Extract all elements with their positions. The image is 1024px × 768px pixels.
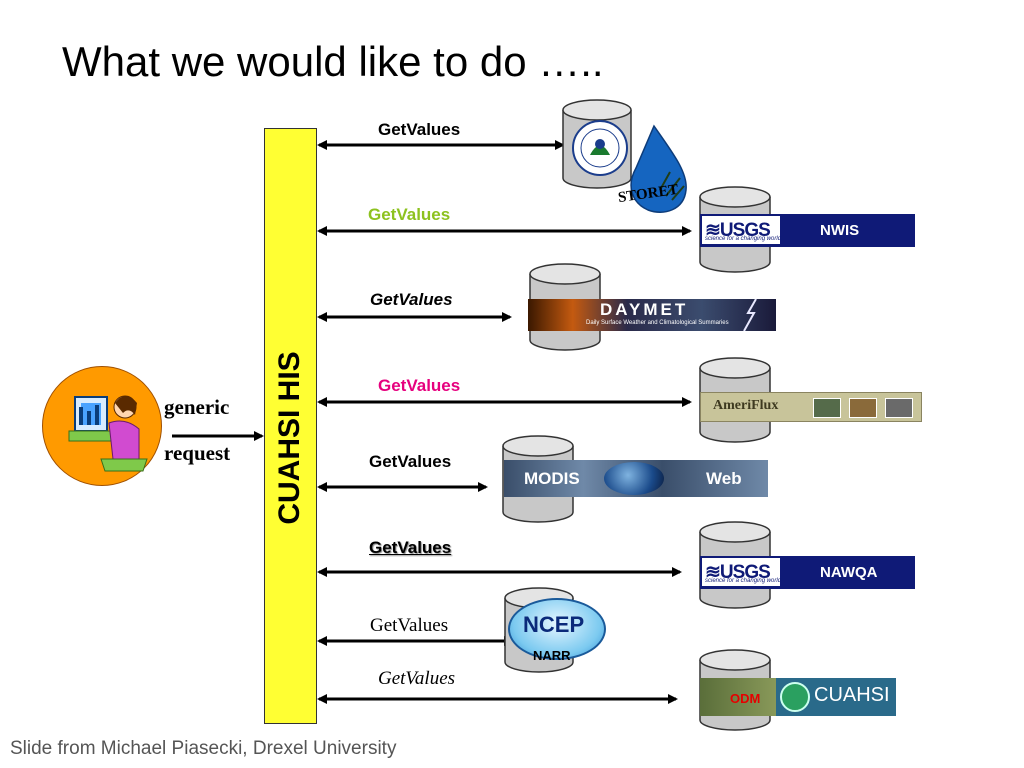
earth-globe-icon: [604, 462, 664, 495]
getvalues-label-odm: GetValues: [378, 668, 456, 689]
narr-label: NARR: [533, 648, 571, 663]
person-at-computer-icon: [68, 395, 148, 472]
ncep-label: NCEP: [523, 612, 585, 637]
ncep-logo-icon: NCEP NARR: [508, 598, 606, 663]
cuahsi-globe-icon: [780, 682, 810, 712]
modis-web-banner: MODIS Web: [504, 460, 768, 497]
storet-drop-icon: [630, 124, 687, 213]
slide-title: What we would like to do …..: [62, 38, 604, 85]
modis-label: MODIS: [524, 469, 580, 488]
daymet-label: DAYMET: [600, 300, 689, 319]
cuahsi-logo-block: CUAHSI: [776, 678, 896, 716]
forest-photo-icon: [813, 398, 841, 418]
getvalues-label-storet: GetValues: [378, 120, 461, 139]
slide-footer: Slide from Michael Piasecki, Drexel Univ…: [10, 738, 397, 759]
tower-photo-icon: [849, 398, 877, 418]
instrument-photo-icon: [885, 398, 913, 418]
client-label-generic: generic: [164, 395, 230, 419]
cuahsi-his-bar: [264, 128, 317, 724]
getvalues-label-ncep: GetValues: [370, 615, 449, 636]
client-label-request: request: [164, 441, 231, 465]
nawqa-label: NAWQA: [820, 564, 878, 581]
epa-seal-icon: [572, 120, 628, 176]
lightning-icon: [743, 299, 757, 331]
web-label: Web: [706, 469, 742, 488]
user-avatar: [42, 366, 162, 486]
getvalues-label-ameriflux: GetValues: [378, 376, 461, 395]
odm-cuahsi-banner: ODM CUAHSI: [700, 678, 896, 716]
getvalues-label-modis: GetValues: [369, 452, 452, 471]
daymet-subtitle: Daily Surface Weather and Climatological…: [586, 320, 729, 326]
ameriflux-label: AmeriFlux: [713, 398, 779, 413]
cuahsi-label: CUAHSI: [814, 684, 890, 706]
usgs-logo-icon: ≋USGS science for a changing world: [702, 216, 781, 244]
getvalues-label-nwis: GetValues: [368, 205, 451, 224]
daymet-banner: DAYMET Daily Surface Weather and Climato…: [528, 299, 776, 331]
getvalues-label-nawqa: GetValues: [369, 538, 452, 557]
odm-label: ODM: [730, 691, 761, 706]
usgs-nwis-banner: ≋USGS science for a changing world NWIS: [700, 214, 915, 247]
usgs-logo-icon: ≋USGS science for a changing world: [702, 558, 781, 586]
getvalues-label-daymet: GetValues: [370, 290, 453, 309]
ameriflux-banner: AmeriFlux: [700, 392, 922, 422]
nwis-label: NWIS: [820, 222, 860, 239]
usgs-nawqa-banner: ≋USGS science for a changing world NAWQA: [700, 556, 915, 589]
